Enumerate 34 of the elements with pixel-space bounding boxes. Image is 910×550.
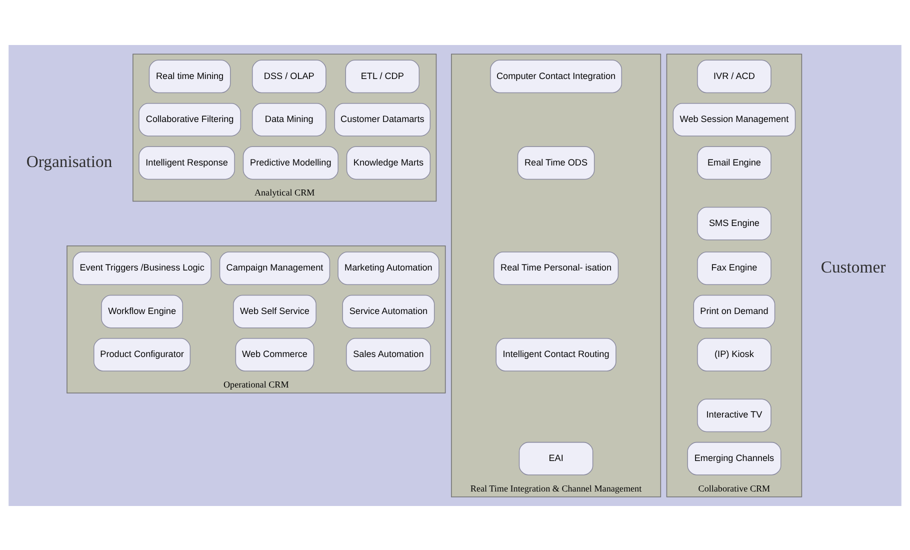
node-box: Real Time ODS (517, 146, 595, 180)
node-box: Marketing Automation (338, 251, 440, 284)
node-box: EAI (518, 441, 594, 475)
node-box: Event Triggers /Business Logic (72, 251, 212, 284)
node-box: Fax Engine (697, 251, 772, 284)
label: Organisation (26, 152, 112, 171)
node-box: (IP) Kiosk (697, 338, 772, 371)
node-box: Workflow Engine (101, 294, 183, 328)
node-box: Sales Automation (346, 338, 431, 371)
node-box: Campaign Management (219, 251, 330, 284)
node-box: IVR / ACD (697, 59, 772, 93)
node-box: Collaborative Filtering (138, 102, 241, 136)
node-box: SMS Engine (697, 206, 772, 240)
node-box: Real time Mining (148, 59, 231, 93)
node-box: ETL / CDP (345, 59, 420, 93)
node-box: Service Automation (342, 294, 435, 328)
node-box: Email Engine (697, 146, 772, 180)
label: Customer (820, 257, 886, 276)
node-box: Interactive TV (697, 398, 772, 432)
node-box: Intelligent Contact Routing (496, 338, 616, 371)
node-box: Data Mining (252, 102, 326, 136)
node-box: Product Configurator (94, 338, 191, 371)
node-box: Real Time Personal- isation (493, 251, 619, 284)
node-box: Emerging Channels (687, 441, 782, 475)
node-box: Predictive Modelling (242, 146, 338, 180)
node-box: DSS / OLAP (252, 59, 326, 93)
node-box: Web Self Service (233, 294, 316, 328)
node-box: Web Session Management (672, 102, 796, 136)
node-box: Print on Demand (693, 294, 776, 328)
node-box: Knowledge Marts (346, 146, 431, 180)
node-box: Computer Contact Integration (490, 59, 622, 93)
node-box: Web Commerce (235, 338, 314, 371)
node-box: Intelligent Response (138, 146, 235, 180)
node-box: Customer Datamarts (334, 102, 431, 136)
